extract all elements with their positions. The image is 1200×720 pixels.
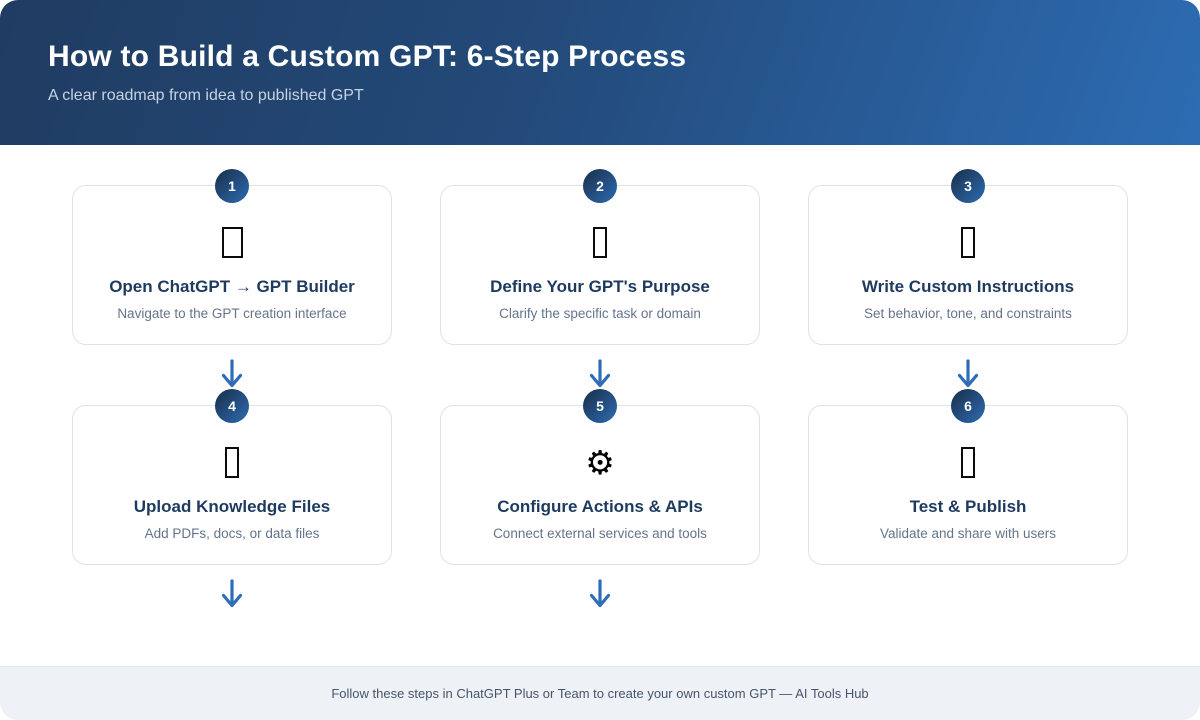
step-title: Test & Publish [909,497,1027,516]
step-card-2: 2 Define Your GPT's Purpose Clarify the … [440,169,760,345]
step-description: Navigate to the GPT creation interface [117,306,347,321]
missing-glyph-icon [593,226,607,258]
arrow-row-1 [0,345,1200,405]
step-number-badge: 3 [951,169,985,203]
step-number-badge: 6 [951,389,985,423]
down-arrow-icon [221,579,243,608]
down-arrow-icon [589,359,611,388]
missing-glyph-icon [221,226,243,258]
arrow-row-2 [0,565,1200,625]
step-title: Open ChatGPT → GPT Builder [109,277,355,296]
footer-bar: Follow these steps in ChatGPT Plus or Te… [0,666,1200,720]
missing-glyph-icon [225,446,239,478]
step-card-4: 4 Upload Knowledge Files Add PDFs, docs,… [72,389,392,565]
step-number-badge: 2 [583,169,617,203]
cards-row-2: 4 Upload Knowledge Files Add PDFs, docs,… [0,389,1200,565]
step-title: Define Your GPT's Purpose [490,277,710,296]
step-description: Validate and share with users [879,526,1057,541]
missing-glyph-icon [961,446,975,478]
down-arrow-icon [221,359,243,388]
step-description: Add PDFs, docs, or data files [144,526,320,541]
step-number-badge: 5 [583,389,617,423]
footer-text: Follow these steps in ChatGPT Plus or Te… [331,686,869,701]
process-grid: 1 Open ChatGPT → GPT Builder Navigate to… [0,145,1200,666]
step-description: Connect external services and tools [493,526,707,541]
missing-glyph-icon [961,226,975,258]
step-card-3: 3 Write Custom Instructions Set behavior… [808,169,1128,345]
step-description: Set behavior, tone, and constraints [864,306,1072,321]
cards-row-1: 1 Open ChatGPT → GPT Builder Navigate to… [0,169,1200,345]
step-number-badge: 1 [215,169,249,203]
header-banner: How to Build a Custom GPT: 6-Step Proces… [0,0,1200,145]
step-description: Clarify the specific task or domain [499,306,701,321]
gear-icon: ⚙ [585,442,615,482]
page-title: How to Build a Custom GPT: 6-Step Proces… [48,40,687,73]
step-title: Upload Knowledge Files [133,497,331,516]
step-title: Configure Actions & APIs [497,497,703,516]
step-card-6: 6 Test & Publish Validate and share with… [808,389,1128,565]
step-number-badge: 4 [215,389,249,423]
step-card-1: 1 Open ChatGPT → GPT Builder Navigate to… [72,169,392,345]
down-arrow-icon [589,579,611,608]
page-subtitle: A clear roadmap from idea to published G… [48,87,364,104]
down-arrow-icon [957,359,979,388]
step-title: Write Custom Instructions [861,277,1075,296]
step-card-5: 5 ⚙ Configure Actions & APIs Connect ext… [440,389,760,565]
